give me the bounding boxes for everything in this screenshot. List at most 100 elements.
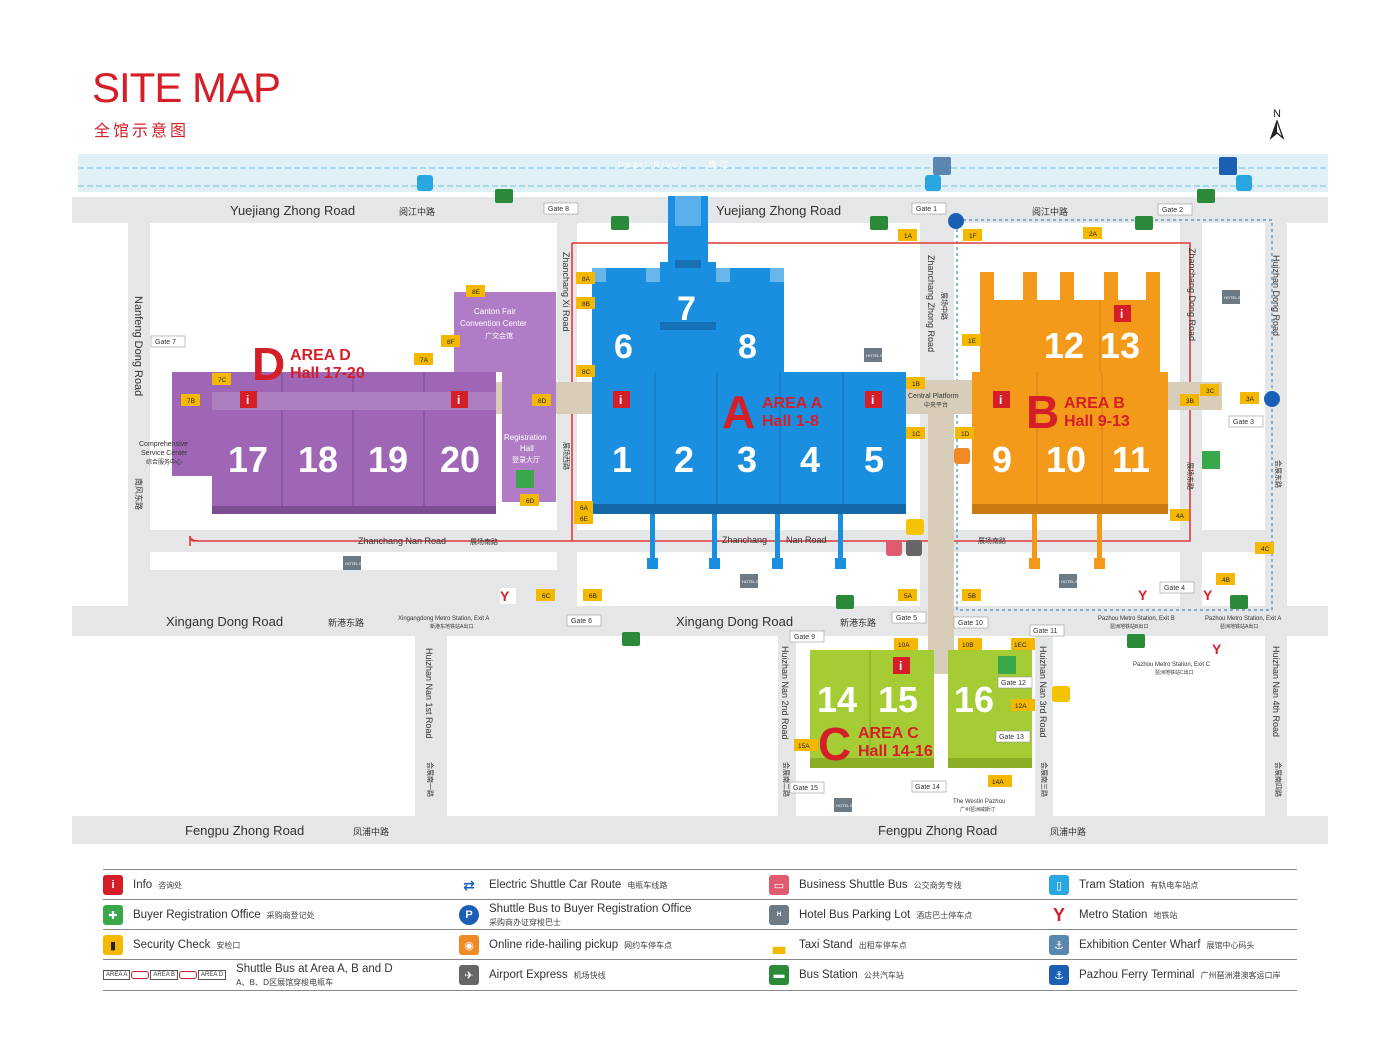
- legend-label-cn: 咨询处: [158, 880, 183, 890]
- bus-station-icon: [611, 216, 629, 230]
- area-d: [172, 372, 496, 514]
- road-label-nanfeng: Nanfeng Dong Road: [132, 296, 144, 396]
- comprehensive-service-label-2: Service Center: [141, 450, 188, 457]
- bus-station-icon: [1127, 634, 1145, 648]
- security-check-tag: 1C: [906, 427, 925, 439]
- road-label-huizhan-dong: Huizhan Dong Road: [1271, 255, 1281, 336]
- road-label-zhanchang-nan-mid2: Nan Road: [786, 535, 827, 545]
- area-a-halls: Hall 1-8: [762, 413, 819, 430]
- convention-center-cn: 广交会馆: [485, 331, 513, 340]
- svg-text:5A: 5A: [904, 593, 913, 600]
- svg-text:6D: 6D: [526, 498, 535, 505]
- svg-text:8C: 8C: [582, 369, 591, 376]
- shuttle-box-d: AREA D: [198, 970, 227, 980]
- svg-text:i: i: [619, 393, 622, 407]
- central-platform-cn: 中央平台: [924, 401, 948, 409]
- buyer-registration-icon: [1202, 451, 1220, 469]
- site-map: Pearl River 珠 江 D AREA D Hall 17-20 17 1…: [72, 154, 1328, 844]
- hall-18: 18: [298, 439, 338, 480]
- svg-text:i: i: [899, 659, 902, 673]
- security-check-tag: 6B: [583, 589, 602, 601]
- road-label-huizhan-nan-2-cn: 会展南二路: [782, 762, 791, 797]
- hall-17: 17: [228, 439, 268, 480]
- security-check-tag: 14A: [988, 775, 1012, 787]
- registration-label: Registration: [504, 433, 547, 442]
- area-c-halls: Hall 14-16: [858, 743, 933, 760]
- svg-text:15A: 15A: [798, 743, 810, 750]
- info-icon: i: [240, 391, 257, 408]
- parking-p-icon: [1264, 391, 1280, 407]
- road-label-fengpu-west: Fengpu Zhong Road: [185, 823, 304, 838]
- hall-11: 11: [1112, 439, 1150, 480]
- shuttle-box-a: AREA A: [103, 970, 131, 980]
- legend-wharf: ⚓ Exhibition Center Wharf 展馆中心码头: [1049, 930, 1254, 960]
- registration-hall-label: Hall: [520, 444, 534, 453]
- hall-9: 9: [992, 439, 1012, 480]
- security-check-tag: 15A: [794, 739, 818, 751]
- legend-label: Buyer Registration Office: [133, 909, 261, 921]
- legend-label: Bus Station: [799, 969, 858, 981]
- taxi-icon: [906, 519, 924, 535]
- gate-label: Gate 11: [1029, 624, 1065, 637]
- hall-12: 12: [1044, 325, 1084, 366]
- svg-text:Gate 8: Gate 8: [548, 206, 569, 213]
- road-label-zhanchang-dong-cn: 展场东路: [1186, 462, 1195, 490]
- metro-xingangdong-cn: 新港东地铁站A出口: [430, 623, 473, 630]
- legend-electric-route: ⇄ Electric Shuttle Car Route 电瓶车线路: [459, 870, 667, 900]
- taxi-icon: [1052, 686, 1070, 702]
- info-icon: i: [103, 875, 123, 895]
- svg-text:Gate 1: Gate 1: [916, 206, 937, 213]
- bus-station-icon: [870, 216, 888, 230]
- legend-label-cn: 网约车停车点: [624, 940, 673, 950]
- svg-text:1B: 1B: [912, 381, 920, 388]
- road-label-yuejiang-west: Yuejiang Zhong Road: [230, 203, 355, 218]
- hotel-bus-icon: HOTEL BUS: [864, 348, 889, 362]
- security-check-tag: 6D: [520, 494, 539, 506]
- area-d-letter: D: [252, 338, 285, 390]
- westin-label: The Westin Pazhou: [953, 799, 1005, 805]
- legend-label-cn: 采购商办证穿梭巴士: [489, 917, 561, 927]
- svg-text:HOTEL BUS: HOTEL BUS: [836, 803, 859, 808]
- security-check-tag: 6A: [574, 501, 593, 513]
- svg-text:HOTEL BUS: HOTEL BUS: [345, 561, 368, 566]
- gate-label: Gate 12: [997, 676, 1033, 689]
- svg-text:12A: 12A: [1015, 703, 1027, 710]
- svg-text:HOTEL BUS: HOTEL BUS: [866, 353, 889, 358]
- gate-label: Gate 2: [1157, 203, 1193, 216]
- legend-ride-hailing: ◉ Online ride-hailing pickup 网约车停车点: [459, 930, 672, 960]
- legend-row: AREA A AREA B AREA D Shuttle Bus at Area…: [103, 959, 1297, 991]
- legend-label: Exhibition Center Wharf: [1079, 939, 1201, 951]
- road-label-fengpu-east-cn: 凤浦中路: [1050, 826, 1086, 837]
- metro-station-icon: Y: [1212, 640, 1228, 657]
- area-d-name: AREA D: [290, 347, 351, 364]
- road-xingang: [72, 606, 1328, 636]
- svg-text:10A: 10A: [898, 642, 910, 649]
- tram-station-icon: [1236, 175, 1252, 191]
- area-b-halls: Hall 9-13: [1064, 413, 1130, 430]
- svg-text:Gate 14: Gate 14: [915, 784, 940, 791]
- legend-label-cn: 地铁站: [1153, 910, 1178, 920]
- svg-text:8B: 8B: [582, 301, 590, 308]
- svg-text:1F: 1F: [969, 233, 977, 240]
- legend-airport: ✈ Airport Express 机场快线: [459, 960, 606, 990]
- security-check-tag: 1EC: [1011, 638, 1035, 650]
- tram-station-icon: [417, 175, 433, 191]
- security-check-tag: 1E: [962, 334, 981, 346]
- shuttle-box-b: AREA B: [150, 970, 179, 980]
- road-label-yuejiang-east: Yuejiang Zhong Road: [716, 203, 841, 218]
- bus-station-icon: ▬: [769, 965, 789, 985]
- info-icon: i: [993, 391, 1010, 408]
- legend-taxi: ▃ Taxi Stand 出租车停车点: [769, 930, 907, 960]
- metro-xingangdong-label: Xingangdong Metro Station, Exit A: [398, 616, 489, 622]
- road-label-xingang-west-cn: 新港东路: [328, 617, 364, 628]
- hall-16: 16: [954, 679, 994, 720]
- hall-20: 20: [440, 439, 480, 480]
- bus-station-icon: [1135, 216, 1153, 230]
- info-icon: i: [865, 391, 882, 408]
- info-icon: i: [1114, 305, 1131, 322]
- svg-text:7A: 7A: [420, 357, 429, 364]
- gate-label: Gate 1: [911, 202, 947, 215]
- svg-text:10B: 10B: [962, 642, 974, 649]
- road-label-huizhan-nan-1: Huizhan Nan 1st Road: [424, 648, 434, 739]
- gate-label: Gate 5: [891, 611, 927, 624]
